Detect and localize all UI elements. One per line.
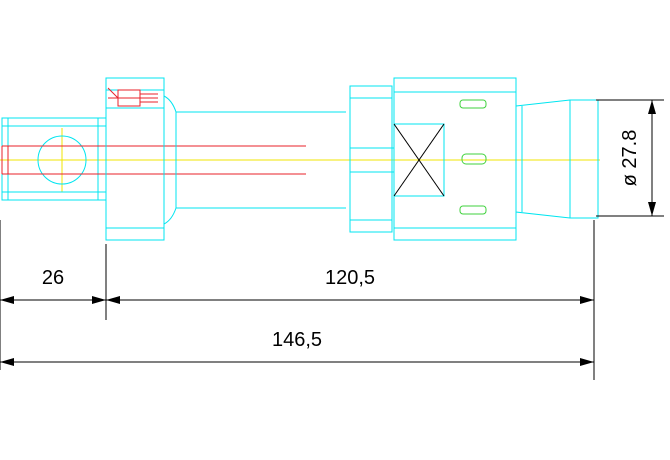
dim-diameter: ø 27.8	[619, 130, 641, 187]
taper	[163, 95, 177, 225]
bore-lines	[1, 145, 306, 175]
dimensions	[0, 99, 664, 380]
end-cap	[515, 99, 599, 219]
dim-arrow	[580, 296, 594, 304]
slot-mark	[461, 153, 487, 165]
dim-arrow	[648, 202, 656, 216]
centerline	[0, 128, 600, 192]
dim-arrow	[648, 100, 656, 114]
dim-total-length: 146,5	[272, 329, 322, 351]
dim-right-length: 120,5	[325, 267, 375, 289]
shaft	[176, 111, 346, 209]
dim-arrow	[580, 358, 594, 366]
slot-mark	[459, 205, 487, 215]
hex-nut	[105, 77, 165, 241]
dim-arrow	[106, 296, 120, 304]
pin-hole	[37, 135, 87, 185]
dim-left-length: 26	[42, 267, 64, 289]
dim-arrow	[0, 358, 14, 366]
collar	[349, 85, 395, 233]
main-body	[393, 77, 517, 241]
clevis-end	[1, 117, 107, 201]
dim-arrow	[0, 296, 14, 304]
square-recess	[393, 123, 445, 197]
dim-arrow	[92, 296, 106, 304]
slot-mark	[459, 99, 487, 109]
